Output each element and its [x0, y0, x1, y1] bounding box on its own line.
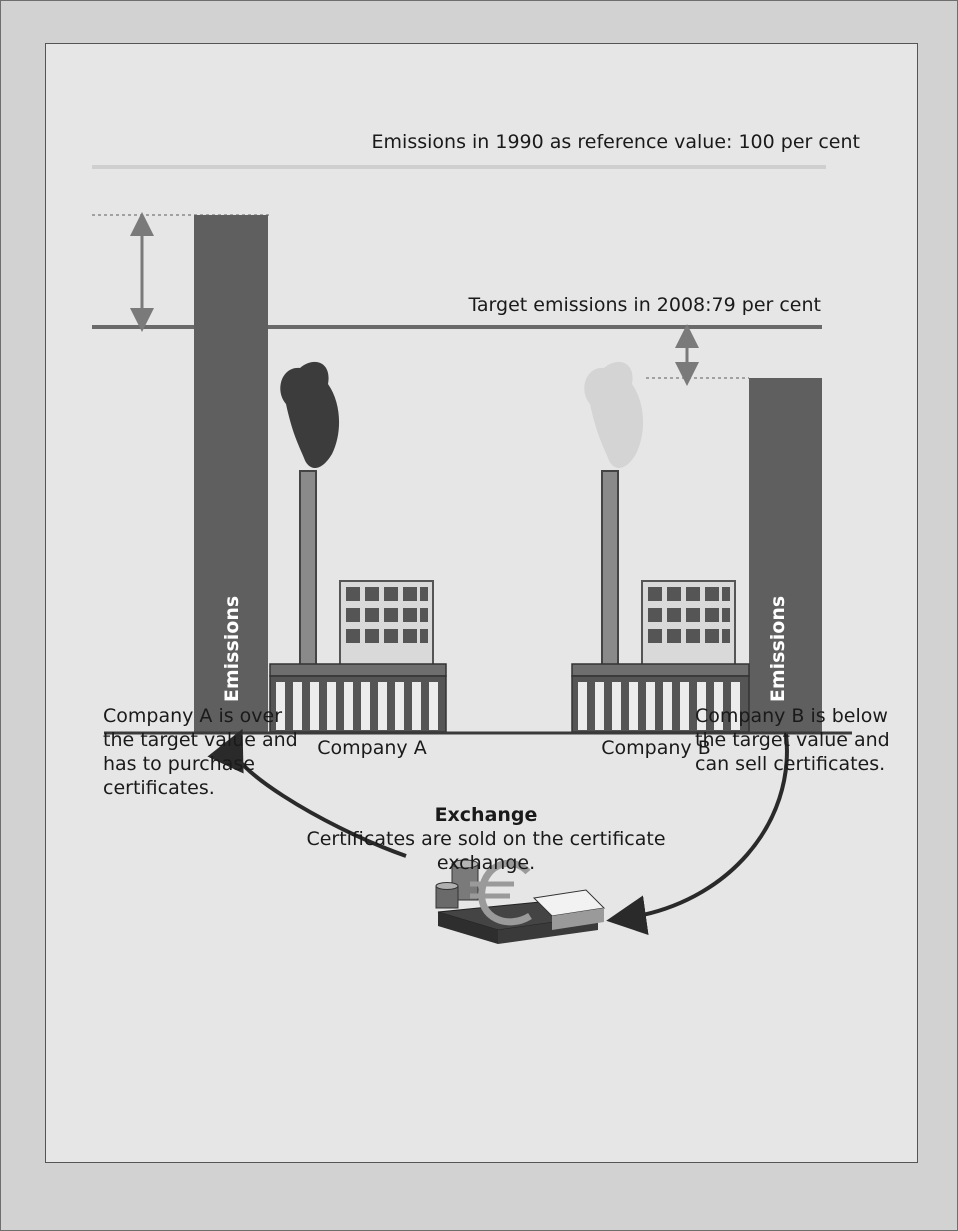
reference-label: Emissions in 1990 as reference value: 10…	[371, 131, 860, 153]
company-b-chimney	[601, 470, 619, 677]
euro-money-stack-icon	[435, 859, 606, 944]
company-a-emissions-bar	[194, 215, 268, 732]
exchange-description: Certificates are sold on the certificate…	[306, 828, 666, 874]
exchange-caption: Exchange Certificates are sold on the ce…	[296, 803, 676, 875]
company-b-note: Company B is below the target value and …	[695, 705, 890, 775]
company-a-note: Company A is over the target value and h…	[103, 705, 298, 799]
company-a-factory-icon	[269, 361, 447, 733]
company-b-factory-icon	[571, 361, 750, 733]
company-b-emissions-bar	[749, 378, 822, 732]
flow-arrow-to-company-a	[207, 728, 407, 858]
company-a-chimney	[299, 470, 317, 677]
exchange-title: Exchange	[434, 804, 538, 826]
company-b-label: Company B	[601, 737, 711, 759]
diagram-canvas	[92, 165, 852, 944]
company-b-smoke-icon	[584, 361, 644, 468]
company-a-smoke-icon	[280, 361, 340, 468]
company-a-label: Company A	[317, 737, 427, 759]
target-label: Target emissions in 2008:79 per cent	[468, 294, 821, 316]
diagram-panel: Emissions in 1990 as reference value: 10…	[45, 43, 918, 1163]
flow-arrow-from-company-b	[606, 733, 789, 936]
